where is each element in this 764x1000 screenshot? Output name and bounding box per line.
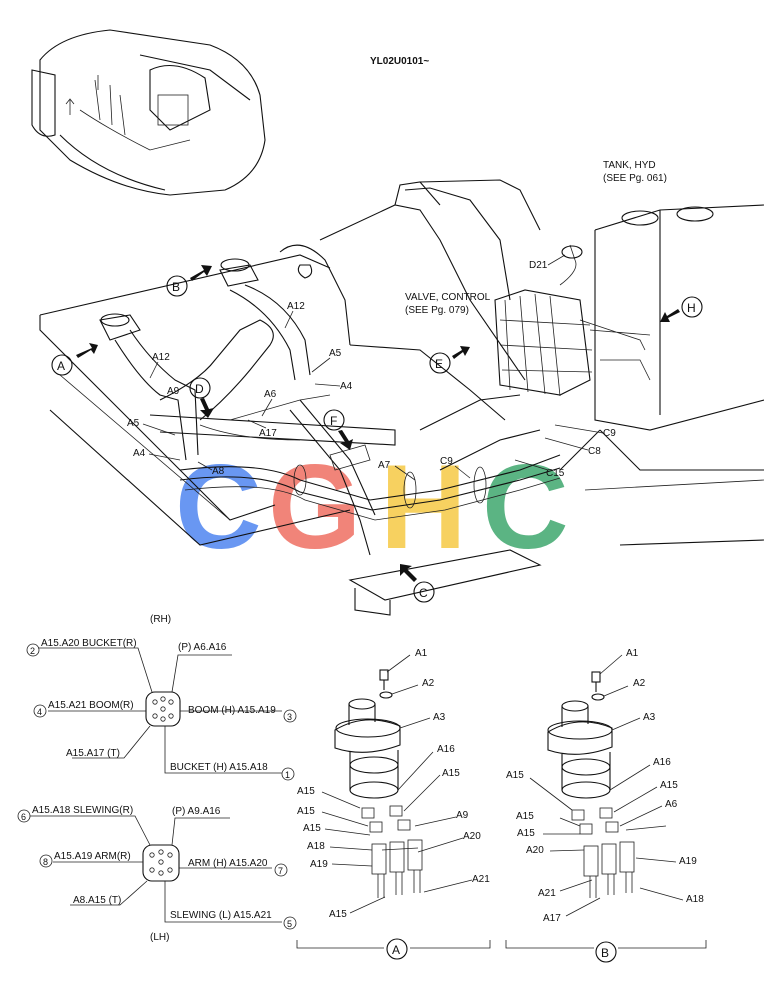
detail-a-label-a16: A16	[437, 744, 455, 755]
lh-port-t-label: A8.A15 (T)	[73, 895, 121, 906]
watermark: C G H C	[175, 440, 569, 574]
label-a17: A17	[259, 428, 277, 439]
label-a4-right: A4	[340, 381, 353, 392]
detail-a-label-a18: A18	[307, 841, 325, 852]
view-marker-b: B	[166, 265, 212, 297]
view-marker-d-letter: D	[195, 382, 204, 396]
label-c9-mid: C9	[440, 456, 453, 467]
detail-a-label-a15-3: A15	[297, 806, 315, 817]
view-marker-c: C	[400, 564, 435, 603]
detail-b-label-a15-2: A15	[660, 780, 678, 791]
detail-b-exploded-view: A1 A2 A3 A16 A15 A15 A15 A6 A15 A20 A19 …	[505, 648, 707, 963]
detail-b-label-a16: A16	[653, 757, 671, 768]
view-marker-f: F	[323, 409, 353, 450]
valve-label-line2: (SEE Pg. 079)	[405, 305, 469, 316]
detail-a-title: A	[392, 943, 400, 957]
rh-pilot-valve-schematic: (RH) 2 A15.A20 BUCKET(R) (P) A6.A16 4 A1…	[26, 614, 297, 781]
lh-port-6-num: 6	[21, 812, 26, 822]
label-a12-right: A12	[287, 301, 305, 312]
detail-b-label-a20: A20	[526, 845, 544, 856]
detail-b-label-a15-4: A15	[517, 828, 535, 839]
detail-b-label-a1: A1	[626, 648, 639, 659]
machine-overview-thumbnail	[31, 29, 266, 196]
tank-label-line1: TANK, HYD	[603, 160, 656, 171]
lh-port-7-num: 7	[278, 866, 283, 876]
detail-a-label-a3: A3	[433, 712, 446, 723]
detail-b-label-a21: A21	[538, 888, 556, 899]
label-c9-right: C9	[603, 428, 616, 439]
label-a7: A7	[378, 460, 391, 471]
detail-b-label-a15-1: A15	[506, 770, 524, 781]
watermark-letter-c1: C	[175, 440, 262, 574]
rh-port-2-label: A15.A20 BUCKET(R)	[41, 638, 137, 649]
label-c15: C15	[546, 468, 565, 479]
view-marker-f-letter: F	[330, 414, 337, 428]
detail-b-label-a18: A18	[686, 894, 704, 905]
rh-port-t-label: A15.A17 (T)	[66, 748, 120, 759]
drawing-code: YL02U0101~	[370, 56, 429, 67]
detail-b-label-a19: A19	[679, 856, 697, 867]
detail-a-label-a15-4: A15	[303, 823, 321, 834]
rh-port-4-label: A15.A21 BOOM(R)	[48, 700, 134, 711]
view-marker-c-letter: C	[419, 586, 428, 600]
rh-port-p-label: (P) A6.A16	[178, 642, 227, 653]
lh-port-7-label: ARM (H) A15.A20	[188, 858, 268, 869]
lh-port-6-label: A15.A18 SLEWING(R)	[32, 805, 133, 816]
detail-b-label-a15-3: A15	[516, 811, 534, 822]
detail-a-label-a21: A21	[472, 874, 490, 885]
view-marker-e: E	[429, 346, 470, 374]
view-marker-h: H	[660, 296, 703, 322]
detail-b-label-a3: A3	[643, 712, 656, 723]
rh-port-4-num: 4	[37, 707, 42, 717]
lh-port-8-label: A15.A19 ARM(R)	[54, 851, 131, 862]
detail-a-label-a2: A2	[422, 678, 435, 689]
watermark-letter-g: G	[268, 440, 361, 574]
rh-port-1-label: BUCKET (H) A15.A18	[170, 762, 268, 773]
label-a5-right: A5	[329, 348, 342, 359]
detail-a-exploded-view: A1 A2 A3 A16 A15 A15 A15 A9 A15 A18 A20 …	[296, 648, 491, 960]
rh-port-1-num: 1	[285, 770, 290, 780]
label-c8: C8	[588, 446, 601, 457]
rh-port-2-num: 2	[30, 646, 35, 656]
view-marker-a: A	[51, 343, 98, 376]
label-a8: A8	[212, 466, 225, 477]
view-marker-b-letter: B	[172, 280, 180, 294]
detail-a-label-a15-5: A15	[329, 909, 347, 920]
lh-port-8-num: 8	[43, 857, 48, 867]
lh-port-5-label: SLEWING (L) A15.A21	[170, 910, 272, 921]
watermark-letter-c2: C	[482, 440, 569, 574]
detail-a-label-a9: A9	[456, 810, 469, 821]
view-marker-h-letter: H	[687, 301, 696, 315]
valve-label-line1: VALVE, CONTROL	[405, 292, 491, 303]
rh-port-3-num: 3	[287, 712, 292, 722]
label-a9: A9	[167, 386, 180, 397]
detail-a-label-a15-2: A15	[297, 786, 315, 797]
main-part-labels: TANK, HYD (SEE Pg. 061) VALVE, CONTROL (…	[127, 160, 667, 481]
detail-a-label-a1: A1	[415, 648, 428, 659]
lh-pilot-valve-schematic: 6 A15.A18 SLEWING(R) (P) A9.A16 8 A15.A1…	[17, 805, 297, 943]
tank-label-line2: (SEE Pg. 061)	[603, 173, 667, 184]
lh-port-5-num: 5	[287, 919, 292, 929]
rh-port-3-label: BOOM (H) A15.A19	[188, 705, 276, 716]
label-a12-left: A12	[152, 352, 170, 363]
detail-b-label-a17: A17	[543, 913, 561, 924]
view-marker-a-letter: A	[57, 359, 65, 373]
detail-b-label-a2: A2	[633, 678, 646, 689]
label-d21: D21	[529, 260, 548, 271]
lh-port-p-label: (P) A9.A16	[172, 806, 221, 817]
rh-title: (RH)	[150, 614, 171, 625]
lh-title: (LH)	[150, 932, 169, 943]
detail-a-label-a15-1: A15	[442, 768, 460, 779]
detail-b-label-a6: A6	[665, 799, 678, 810]
label-a4-left: A4	[133, 448, 146, 459]
detail-a-label-a19: A19	[310, 859, 328, 870]
main-assembly-drawing	[39, 179, 764, 616]
view-marker-e-letter: E	[435, 357, 443, 371]
label-a6: A6	[264, 389, 277, 400]
detail-b-title: B	[601, 946, 609, 960]
view-marker-d: D	[189, 377, 214, 418]
detail-a-label-a20: A20	[463, 831, 481, 842]
label-a5-left: A5	[127, 418, 140, 429]
